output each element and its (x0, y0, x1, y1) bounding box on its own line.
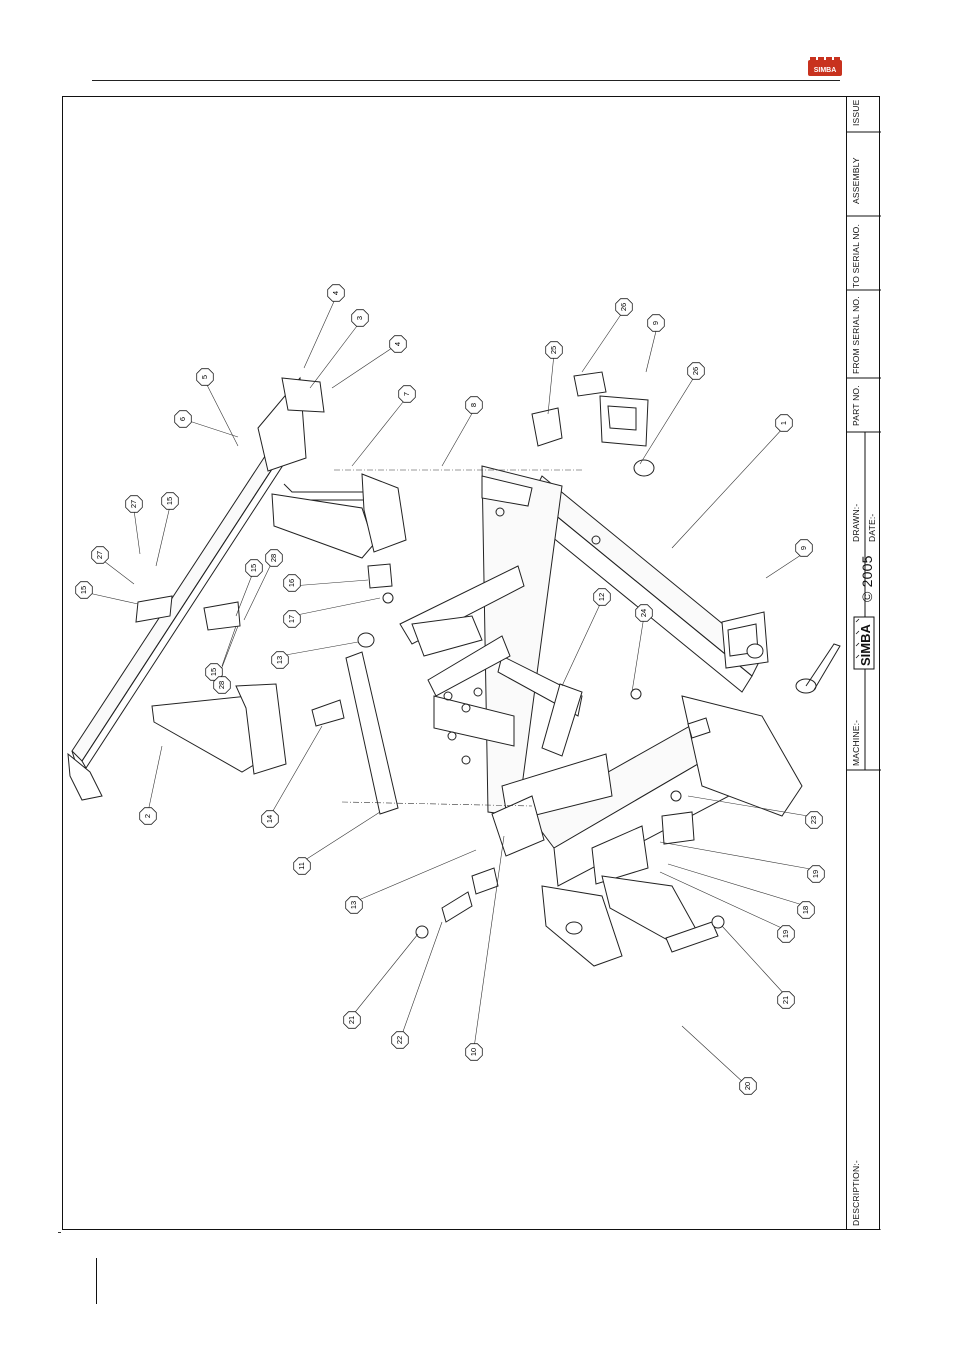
callout-number: 24 (639, 609, 648, 617)
callout-number: 28 (217, 681, 226, 689)
callout-18: 18 (798, 902, 815, 919)
callout-13: 13 (346, 897, 363, 914)
callout-8: 8 (466, 397, 483, 414)
footer-rule (96, 1258, 97, 1304)
callout-number: 12 (597, 593, 606, 601)
callout-number: 2 (143, 814, 152, 818)
callout-number: 6 (178, 417, 187, 421)
callout-21: 21 (778, 992, 795, 1009)
callout-15: 15 (76, 582, 93, 599)
callout-15: 15 (246, 560, 263, 577)
from-serial-label: FROM SERIAL NO. (851, 296, 861, 374)
callout-28: 28 (266, 550, 283, 567)
callout-24: 24 (636, 605, 653, 622)
callout-number: 3 (355, 316, 364, 320)
callout-15: 15 (162, 493, 179, 510)
callout-number: 15 (79, 586, 88, 594)
assembly-label: ASSEMBLY (851, 157, 861, 204)
callout-13: 13 (272, 652, 289, 669)
callout-11: 11 (294, 858, 311, 875)
callout-19: 19 (808, 866, 825, 883)
callout-number: 9 (799, 546, 808, 550)
callout-number: 25 (549, 346, 558, 354)
exploded-assembly-drawing: 1234456789910111213131415151515161718191… (62, 96, 846, 1230)
callout-number: 15 (249, 564, 258, 572)
callout-number: 18 (801, 906, 810, 914)
callout-number: 10 (469, 1048, 478, 1056)
callout-number: 26 (619, 303, 628, 311)
callout-20: 20 (740, 1078, 757, 1095)
callout-17: 17 (284, 611, 301, 628)
callout-number: 23 (809, 816, 818, 824)
callout-6: 6 (175, 411, 192, 428)
callout-number: 27 (95, 551, 104, 559)
callout-16: 16 (284, 575, 301, 592)
callout-27: 27 (126, 496, 143, 513)
callout-number: 8 (469, 403, 478, 407)
callout-10: 10 (466, 1044, 483, 1061)
callout-27: 27 (92, 547, 109, 564)
callout-28: 28 (214, 677, 231, 694)
part-no-label: PART NO. (851, 385, 861, 426)
logo-text: SIMBA (814, 67, 837, 74)
issue-label: ISSUE (851, 99, 861, 126)
drawn-label: DRAWN:- (851, 504, 861, 542)
callout-number: 15 (209, 668, 218, 676)
callout-number: 9 (651, 321, 660, 325)
simba-logo: SIMBA (808, 57, 842, 77)
callout-4: 4 (390, 336, 407, 353)
callout-number: 19 (781, 930, 790, 938)
callout-26: 26 (688, 363, 705, 380)
callout-25: 25 (546, 342, 563, 359)
to-serial-label: TO SERIAL NO. (851, 224, 861, 288)
callout-4: 4 (328, 285, 345, 302)
machine-label: MACHINE:- (851, 720, 861, 766)
callout-number: 13 (275, 656, 284, 664)
description-label: DESCRIPTION:- (851, 1160, 861, 1226)
callout-number: 4 (331, 291, 340, 295)
callout-23: 23 (806, 812, 823, 829)
callout-22: 22 (392, 1032, 409, 1049)
callout-19: 19 (778, 926, 795, 943)
callout-14: 14 (262, 811, 279, 828)
callout-26: 26 (616, 299, 633, 316)
callout-number: 21 (781, 996, 790, 1004)
callout-12: 12 (594, 589, 611, 606)
callout-number: 14 (265, 815, 274, 823)
callout-number: 1 (779, 421, 788, 425)
callout-number: 7 (402, 392, 411, 396)
callout-2: 2 (140, 808, 157, 825)
callout-number: 27 (129, 500, 138, 508)
callout-3: 3 (352, 310, 369, 327)
callout-number: 5 (200, 375, 209, 379)
callout-21: 21 (344, 1012, 361, 1029)
callout-number: 17 (287, 615, 296, 623)
callout-number: 22 (395, 1036, 404, 1044)
callout-number: 4 (393, 342, 402, 346)
callout-number: 13 (349, 901, 358, 909)
callout-number: 11 (297, 862, 306, 870)
header-rule (92, 80, 840, 81)
callout-5: 5 (197, 369, 214, 386)
callout-number: 21 (347, 1016, 356, 1024)
simba-mark-text: SIMBA (858, 624, 873, 667)
date-label: DATE:- (867, 514, 877, 542)
callout-1: 1 (776, 415, 793, 432)
callout-number: 15 (165, 497, 174, 505)
callout-9: 9 (648, 315, 665, 332)
callout-number: 20 (743, 1082, 752, 1090)
callout-number: 16 (287, 579, 296, 587)
title-block: ISSUE ASSEMBLY TO SERIAL NO. FROM SERIAL… (846, 96, 880, 1230)
callout-number: 26 (691, 367, 700, 375)
copyright-text: © 2005 (859, 555, 875, 602)
sheet-corner-mark (58, 1232, 61, 1233)
callout-number: 19 (811, 870, 820, 878)
callout-9: 9 (796, 540, 813, 557)
callout-7: 7 (399, 386, 416, 403)
callout-number: 28 (269, 554, 278, 562)
simba-mark: SIMBA (853, 616, 875, 670)
